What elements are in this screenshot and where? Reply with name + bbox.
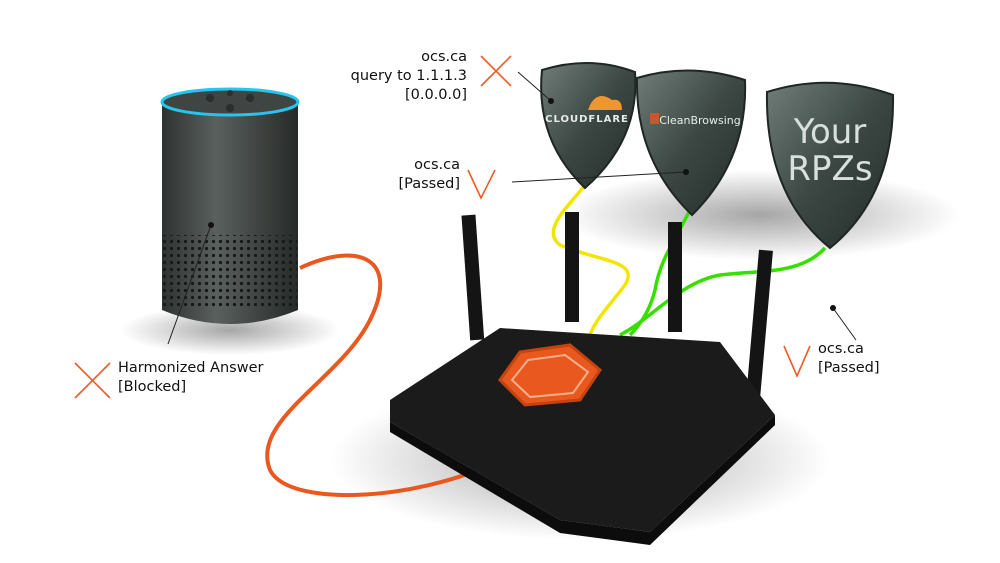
label-line: ocs.ca	[818, 341, 864, 357]
rpz-text-line2: RPZs	[787, 149, 872, 189]
label-line: [Passed]	[398, 176, 460, 192]
passed-check-icon-cleanbrowsing	[467, 169, 496, 200]
blocked-x-icon-speaker	[74, 362, 111, 399]
yellow-cable	[551, 183, 630, 336]
label-line: [0.0.0.0]	[404, 87, 467, 103]
cleanbrowsing-logo-text: CleanBrowsing	[659, 114, 741, 127]
cloudflare-logo-text: CLOUDFLARE	[545, 114, 629, 125]
shield-cleanbrowsing	[635, 69, 747, 217]
label-line: [Blocked]	[118, 379, 187, 395]
label-line: ocs.ca	[414, 157, 460, 173]
router	[390, 212, 775, 545]
label-line: query to 1.1.1.3	[350, 68, 467, 84]
shield-your-rpzs	[765, 81, 895, 250]
orange-cable	[265, 253, 511, 498]
label-line: Harmonized Answer	[118, 360, 264, 376]
rpz-text-line1: Your	[793, 112, 867, 152]
blocked-x-icon-cloudflare	[480, 55, 512, 87]
cloudflare-query-label: ocs.ca query to 1.1.1.3 [0.0.0.0]	[351, 48, 467, 105]
speaker-result-label: Harmonized Answer [Blocked]	[118, 359, 263, 397]
label-line: [Passed]	[818, 360, 880, 376]
smart-speaker	[160, 87, 300, 324]
label-line: ocs.ca	[421, 49, 467, 65]
cleanbrowsing-result-label: ocs.ca [Passed]	[398, 156, 460, 194]
shield-cloudflare	[540, 62, 637, 190]
rpz-result-label: ocs.ca [Passed]	[818, 340, 880, 378]
passed-check-icon-rpz	[783, 345, 811, 379]
green-cable-rpz	[619, 246, 827, 337]
